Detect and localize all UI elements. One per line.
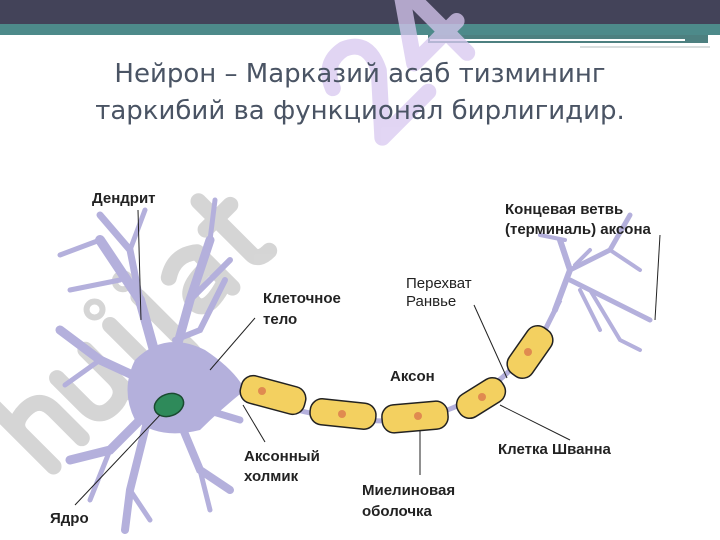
label-cell-body: Клеточное <box>263 290 341 307</box>
label-myelin-sheath: Миелиновая <box>362 482 455 499</box>
header-accent-line <box>580 46 710 48</box>
header-accent-band <box>0 24 720 35</box>
slide-title-line: таркибий ва функционал бирлигидир. <box>95 96 625 126</box>
header-accent-line <box>430 39 685 41</box>
label-axon-hillock: Аксонный <box>244 448 320 465</box>
watermark-number <box>321 0 476 146</box>
label-axon: Аксон <box>390 368 435 385</box>
label-nucleus: Ядро <box>50 510 89 527</box>
header-bar <box>0 0 720 24</box>
label-cell-body: тело <box>263 311 297 328</box>
label-terminal: (терминаль) аксона <box>505 221 651 238</box>
label-axon-hillock: холмик <box>244 468 299 485</box>
label-dendrite: Дендрит <box>92 190 156 207</box>
leader-lines <box>74 209 661 506</box>
nucleus <box>153 392 185 418</box>
axon-terminal <box>538 212 653 352</box>
label-ranvier-node: Перехват <box>406 275 472 292</box>
label-terminal: Концевая ветвь <box>505 201 623 218</box>
label-myelin-sheath: оболочка <box>362 503 433 520</box>
slide-title: Нейрон – Марказий асаб тизмининг таркиби… <box>0 56 720 130</box>
cell-body <box>55 197 245 534</box>
label-schwann-cell: Клетка Шванна <box>498 441 612 458</box>
label-ranvier-node: Ранвье <box>406 293 456 310</box>
slide-title-line: Нейрон – Марказий асаб тизмининг <box>114 59 606 89</box>
schwann-nucleus <box>258 348 532 420</box>
